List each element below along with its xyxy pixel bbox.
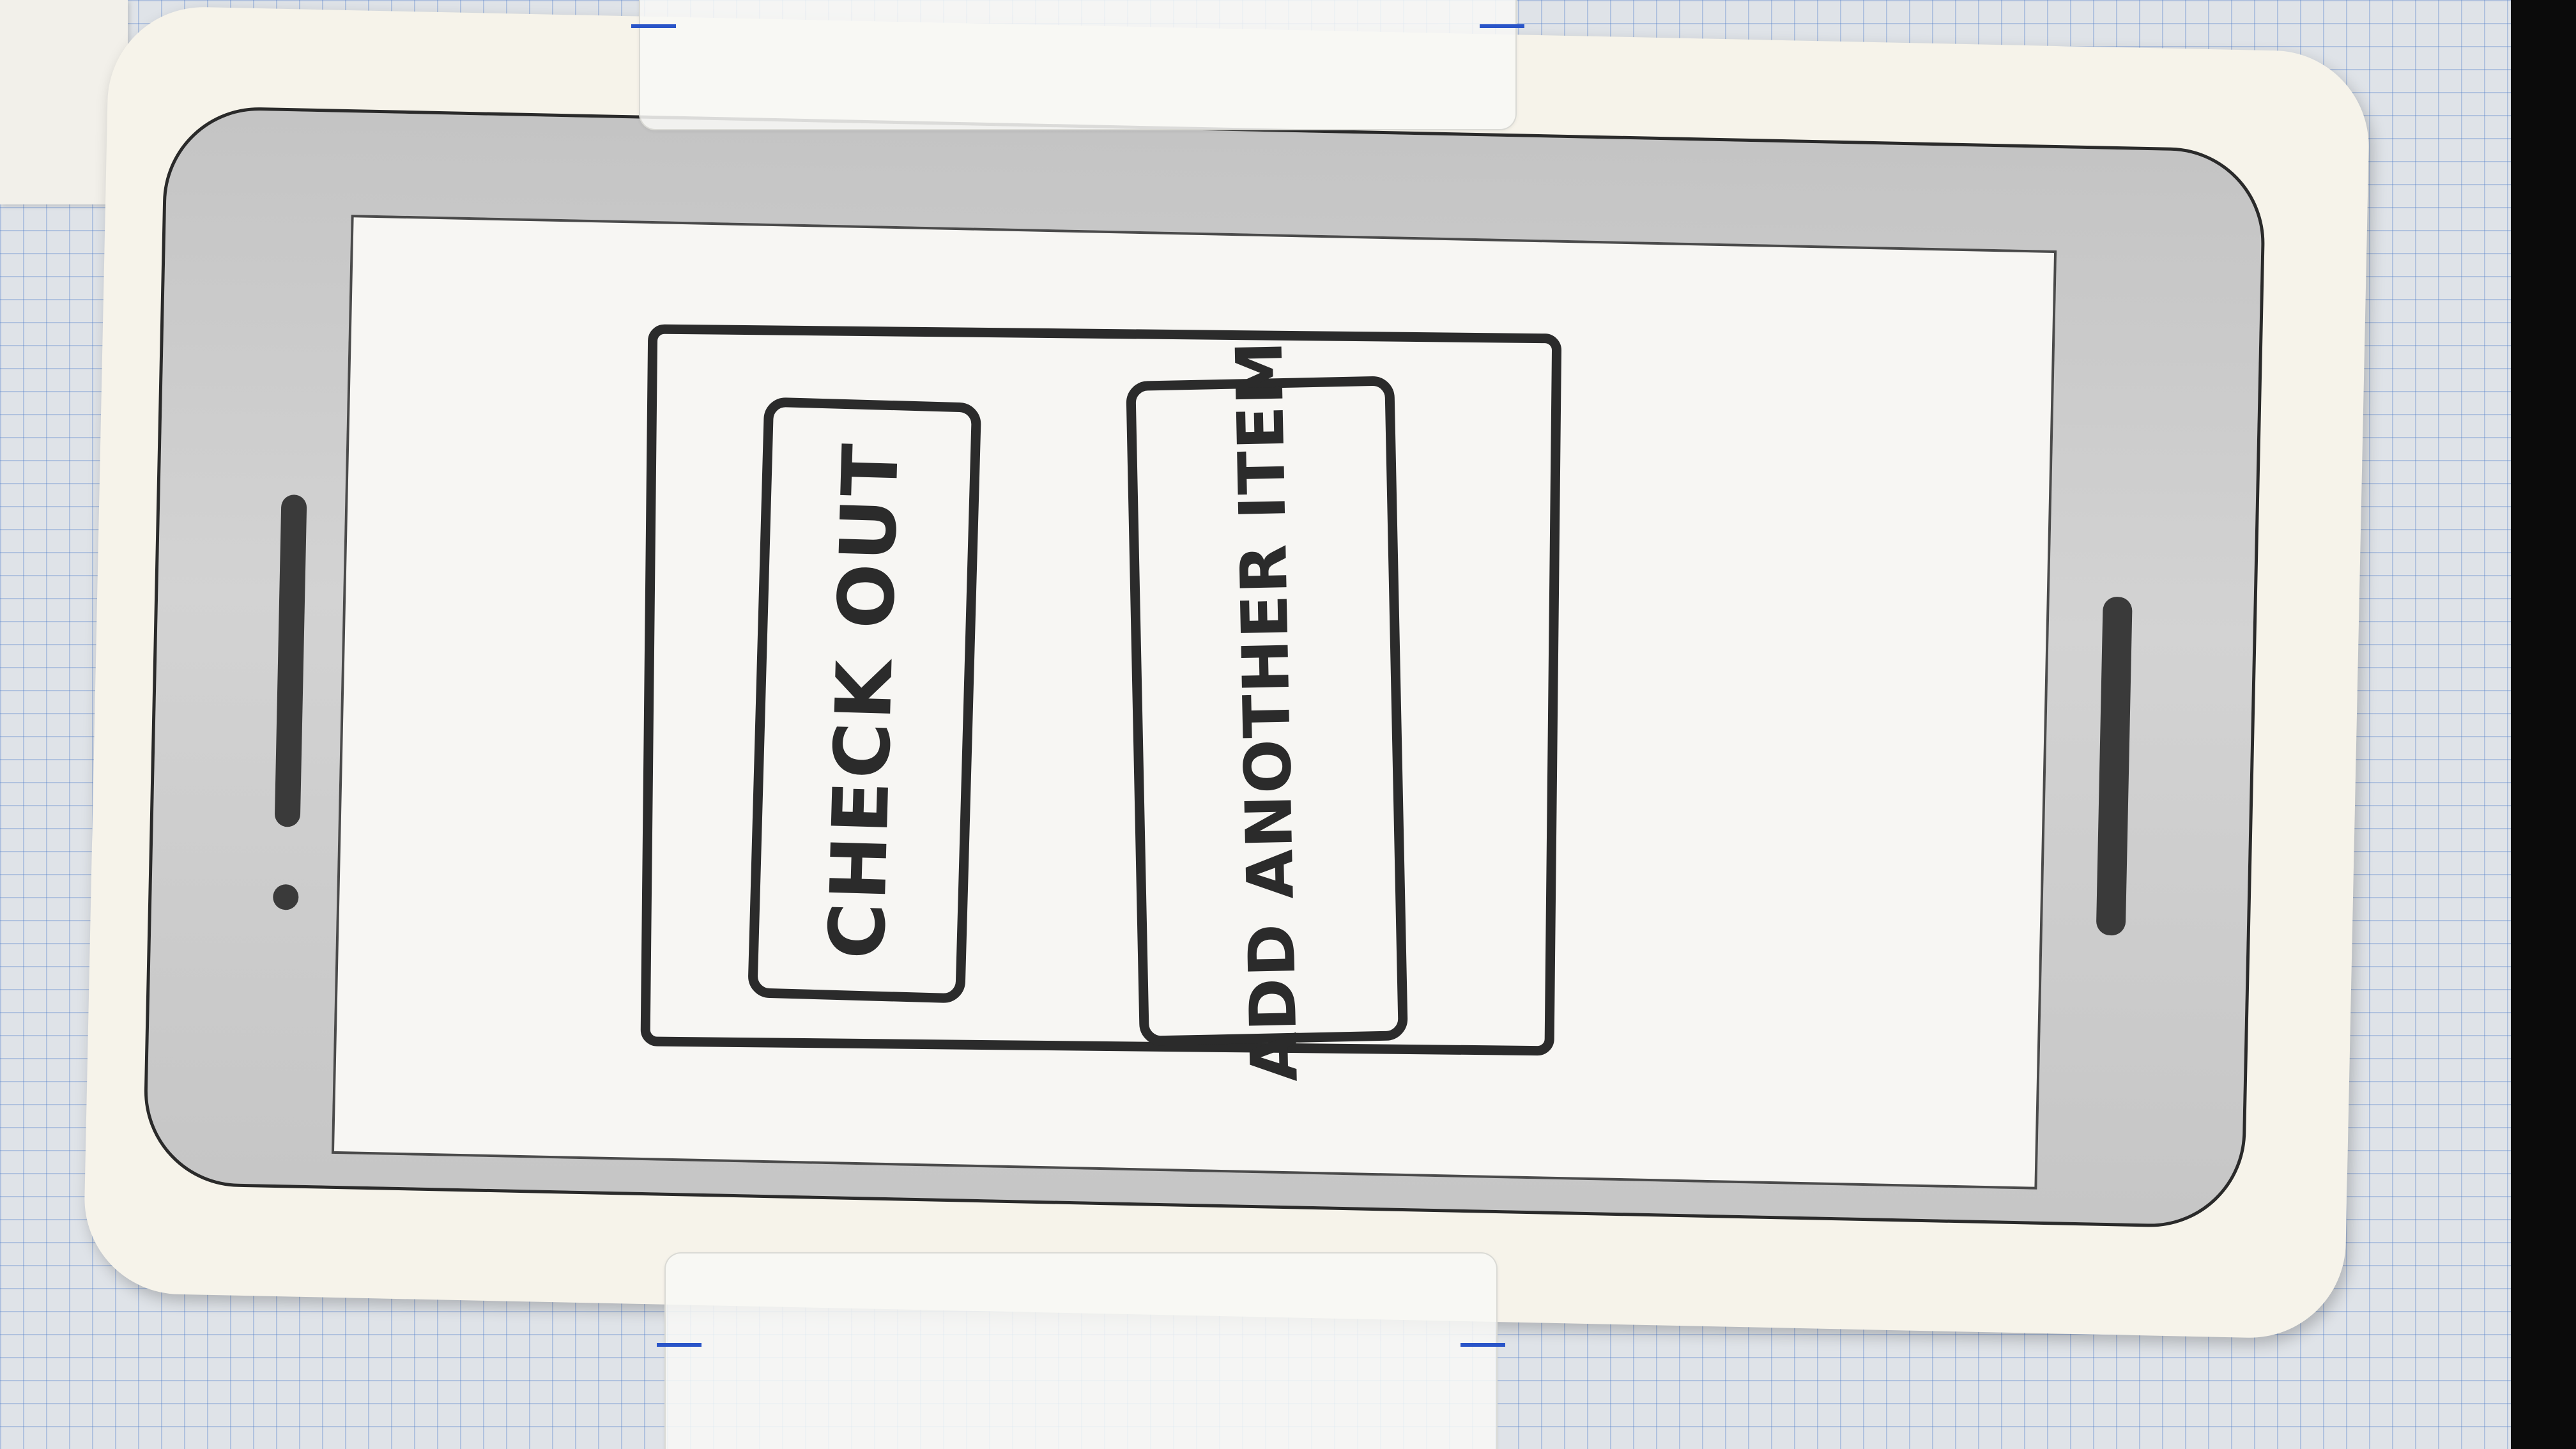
tape-mark-right <box>1480 24 1524 28</box>
tape-strip-top <box>631 0 1524 130</box>
add-another-item-label: ADD ANOTHER ITEM <box>1222 339 1312 1083</box>
tape-mark-left <box>657 1343 702 1347</box>
add-another-item-button[interactable]: ADD ANOTHER ITEM <box>1126 339 1408 1083</box>
dialog-frame: CHECK OUT ADD ANOTHER ITEM <box>640 324 1562 1083</box>
check-out-button[interactable]: CHECK OUT <box>747 397 982 1004</box>
background-dark-edge <box>2511 0 2576 1449</box>
phone-bezel: CHECK OUT ADD ANOTHER ITEM <box>142 105 2267 1229</box>
phone-screen: CHECK OUT ADD ANOTHER ITEM <box>331 215 2057 1190</box>
check-out-label: CHECK OUT <box>813 440 916 961</box>
speaker-slot-right <box>2096 596 2133 936</box>
phone-mockup-card: CHECK OUT ADD ANOTHER ITEM <box>82 5 2371 1340</box>
speaker-slot-left <box>274 494 307 827</box>
tape-mark-right <box>1460 1343 1505 1347</box>
tape-mark-left <box>631 24 676 28</box>
tape-strip-bottom <box>657 1252 1505 1449</box>
camera-dot <box>272 884 299 910</box>
